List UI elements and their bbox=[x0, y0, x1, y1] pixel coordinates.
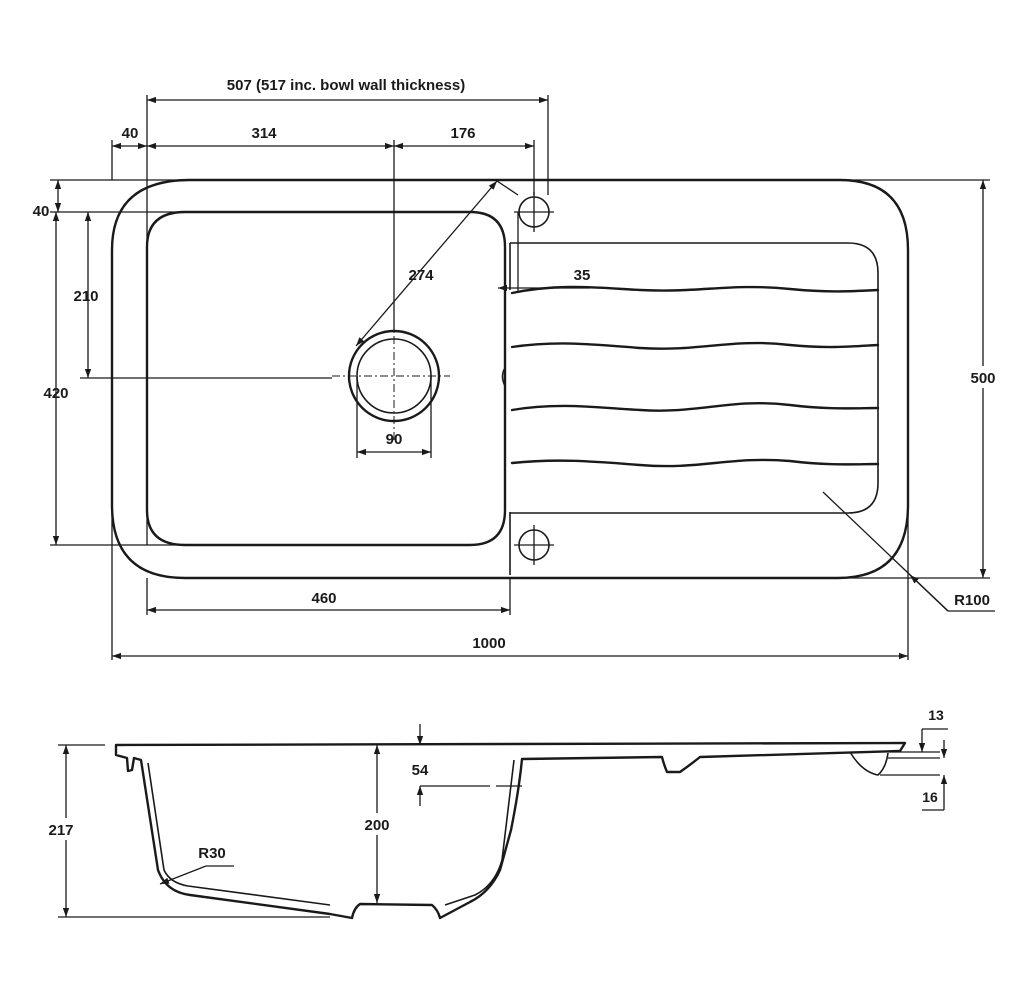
section-view: 217 200 54 R30 13 16 bbox=[44, 707, 948, 920]
drainer-groove bbox=[510, 285, 880, 295]
drainer-outline bbox=[510, 242, 879, 514]
edge-height-label: 16 bbox=[922, 789, 938, 805]
bowl-width-label: 460 bbox=[311, 590, 336, 607]
overall-width-label: 500 bbox=[970, 370, 995, 387]
overall-depth-label: 217 bbox=[48, 822, 73, 839]
bowl-to-waste-label: 314 bbox=[251, 125, 277, 142]
waste-outlet-icon bbox=[332, 320, 450, 440]
bowl-depth-label: 200 bbox=[364, 817, 389, 834]
drainer-groove bbox=[510, 402, 880, 412]
top-offset-label: 40 bbox=[33, 203, 50, 220]
drainer-groove bbox=[510, 341, 880, 350]
waste-to-tap-label: 176 bbox=[450, 125, 475, 142]
tap-hole-icon bbox=[514, 525, 554, 565]
section-profile-outline bbox=[114, 741, 907, 920]
rim-thickness-label: 13 bbox=[928, 707, 944, 723]
corner-radius-label: R100 bbox=[954, 592, 990, 609]
bowl-length-label: 420 bbox=[43, 385, 68, 402]
plan-view: 507 (517 inc. bowl wall thickness) 40 31… bbox=[33, 77, 1000, 660]
waste-from-top-label: 210 bbox=[73, 288, 98, 305]
waste-diameter-label: 90 bbox=[386, 431, 403, 448]
overall-span-label: 507 (517 inc. bowl wall thickness) bbox=[227, 77, 465, 94]
flange-offset-label: 40 bbox=[122, 125, 139, 142]
waste-radius-reach-label: 274 bbox=[408, 267, 434, 284]
bowl-radius-label: R30 bbox=[198, 845, 226, 862]
tap-hole-icon bbox=[514, 192, 554, 232]
drainer-groove bbox=[510, 458, 880, 468]
overall-length-label: 1000 bbox=[472, 635, 505, 652]
drainer-drop-label: 54 bbox=[412, 762, 429, 779]
radius-leader bbox=[355, 180, 498, 347]
drainer-setback-label: 35 bbox=[574, 267, 591, 284]
